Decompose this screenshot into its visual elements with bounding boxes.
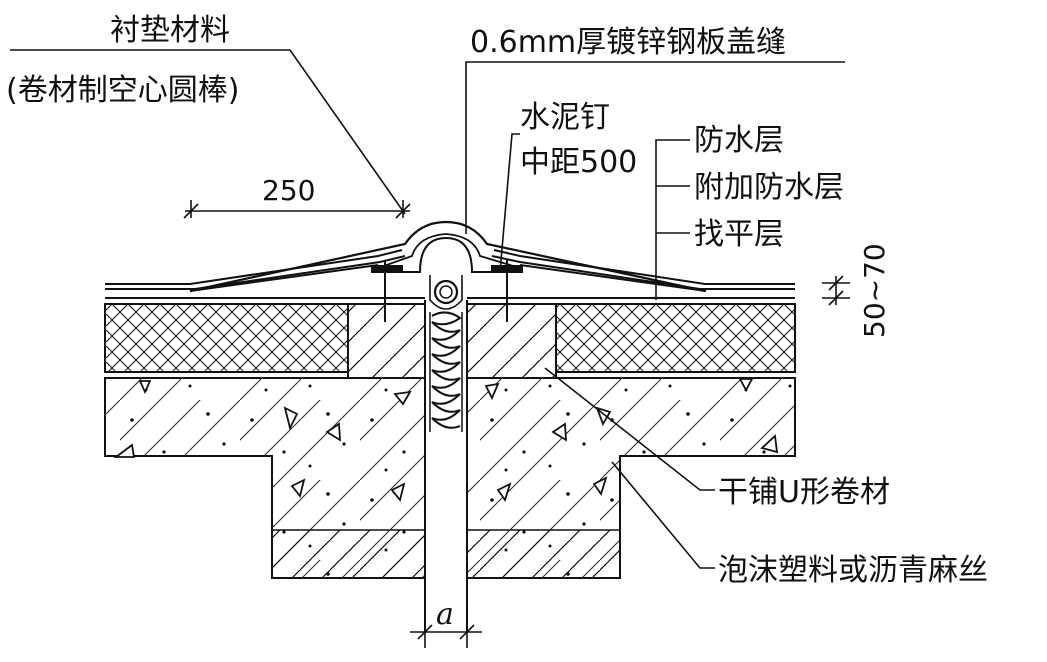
- dimension-a-label: a: [436, 597, 454, 632]
- leader-lines: [10, 49, 845, 569]
- filler-label: 泡沫塑料或沥青麻丝: [718, 553, 988, 588]
- waterproof-layer-label: 防水层: [694, 123, 784, 158]
- cement-nails: [371, 260, 523, 322]
- aggregate-marks: [113, 378, 779, 503]
- left-insulation: [104, 303, 349, 373]
- cover-plate-label: 0.6mm厚镀锌钢板盖缝: [470, 25, 786, 60]
- u-shaped-membrane: [378, 236, 514, 273]
- dimension-50-70: [822, 275, 850, 306]
- right-upstand: [466, 303, 557, 379]
- dimension-a: [410, 610, 482, 648]
- right-lower-band: [466, 529, 621, 579]
- dimension-50-70-label: 50~70: [858, 243, 891, 338]
- leveling-layer-label: 找平层: [694, 217, 784, 252]
- additional-waterproof-label: 附加防水层: [694, 170, 844, 205]
- right-insulation: [555, 303, 796, 373]
- dimension-250-label: 250: [262, 174, 315, 207]
- liner-material-label: 衬垫材料: [110, 13, 230, 48]
- u-membrane-label: 干铺U形卷材: [718, 475, 890, 510]
- cement-nail-label: 水泥钉: [520, 100, 610, 135]
- left-upstand: [347, 303, 426, 379]
- hollow-rod: [433, 279, 459, 305]
- dimension-250: [183, 200, 411, 219]
- foam-filler: [431, 311, 462, 429]
- steel-cover-plate: [189, 220, 706, 293]
- nail-spacing-label: 中距500: [520, 145, 637, 180]
- liner-material-note: (卷材制空心圆棒): [6, 73, 239, 108]
- left-lower-band: [271, 529, 426, 579]
